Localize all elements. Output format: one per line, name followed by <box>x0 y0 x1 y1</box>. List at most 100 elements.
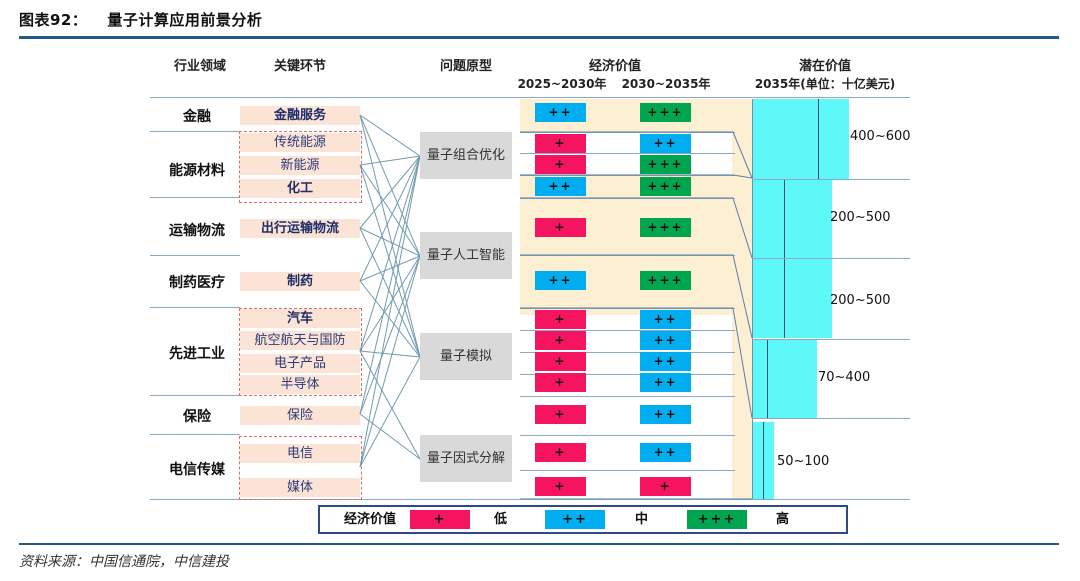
bar-marker <box>818 99 819 179</box>
value-2035-automotive: ++ <box>640 310 691 329</box>
figure-label: 图表92： <box>19 11 88 29</box>
problem-factorization: 量子因式分解 <box>420 435 512 482</box>
segment-chemicals: 化工 <box>240 179 360 198</box>
potential-value-4: 70~400 <box>818 370 871 385</box>
value-2030-telecom: + <box>535 443 586 462</box>
industry-telecom: 电信传媒 <box>169 462 225 478</box>
sep <box>150 131 240 132</box>
value-2035-traditional-energy: ++ <box>640 134 691 153</box>
header-period-2: 2030~2035年 <box>621 77 711 91</box>
bar-marker <box>767 340 768 418</box>
header-segment: 关键环节 <box>273 59 326 74</box>
group-telecom <box>239 436 362 500</box>
value-2030-media: + <box>535 477 586 496</box>
value-2030-automotive: + <box>535 310 586 329</box>
sep <box>150 395 240 396</box>
value-2030-traditional-energy: + <box>535 134 586 153</box>
potential-value-2: 200~500 <box>830 210 891 225</box>
header-problem: 问题原型 <box>439 59 492 74</box>
value-2030-insurance: + <box>535 405 586 424</box>
top-rule <box>19 36 1059 39</box>
sep <box>150 434 240 435</box>
header-rule <box>150 97 910 98</box>
sep <box>752 418 910 419</box>
sep <box>752 258 910 259</box>
header-potential: 潜在价值 <box>798 59 851 74</box>
band-row-3 <box>520 305 752 315</box>
legend-label-low: 低 <box>494 512 508 527</box>
sep <box>752 179 910 180</box>
legend-label-high: 高 <box>776 512 790 527</box>
bottom-rule <box>19 543 1059 545</box>
segment-new-energy: 新能源 <box>240 156 360 175</box>
figure-title-text: 量子计算应用前景分析 <box>107 11 263 29</box>
source-note: 资料来源：中国信通院，中信建投 <box>19 554 229 570</box>
value-2030-pharma: ++ <box>535 271 586 290</box>
sep <box>520 352 735 353</box>
bar-marker <box>784 259 785 338</box>
value-2035-insurance: ++ <box>640 405 691 424</box>
legend-swatch-high: +++ <box>687 510 747 529</box>
value-2035-aerospace: ++ <box>640 331 691 350</box>
potential-bar-1 <box>753 99 849 179</box>
potential-bar-4 <box>753 340 817 418</box>
value-2035-media: + <box>640 477 691 496</box>
value-2030-electronics: + <box>535 352 586 371</box>
bar-axis <box>752 99 753 499</box>
value-2035-financial: +++ <box>640 103 691 122</box>
industry-energy: 能源材料 <box>169 163 225 179</box>
sep <box>150 197 240 198</box>
segment-transport-logistics: 出行运输物流 <box>240 219 360 238</box>
header-econ-value: 经济价值 <box>588 59 641 74</box>
legend-title: 经济价值 <box>344 512 397 527</box>
value-2030-financial: ++ <box>535 103 586 122</box>
problem-combinatorial-optimization: 量子组合优化 <box>420 132 512 179</box>
bar-marker <box>784 180 785 258</box>
header-potential-sub: 2035年(单位：十亿美元) <box>754 77 896 91</box>
value-2030-chemicals: ++ <box>535 177 586 196</box>
header-period-1: 2025~2030年 <box>517 77 607 91</box>
value-2030-new-energy: + <box>535 155 586 174</box>
segment-media: 媒体 <box>240 478 360 497</box>
value-2035-telecom: ++ <box>640 443 691 462</box>
sep <box>520 153 735 154</box>
sep <box>520 435 735 436</box>
segment-insurance: 保险 <box>240 406 360 425</box>
sep <box>150 307 240 308</box>
segment-pharma: 制药 <box>240 272 360 291</box>
potential-value-1: 400~600 <box>850 129 911 144</box>
potential-bar-3 <box>753 259 832 338</box>
segment-telecom: 电信 <box>240 444 360 463</box>
industry-advanced: 先进工业 <box>169 346 225 362</box>
potential-value-3: 200~500 <box>830 293 891 308</box>
value-2035-new-energy: +++ <box>640 155 691 174</box>
segment-semiconductor: 半导体 <box>240 375 360 394</box>
industry-pharma: 制药医疗 <box>169 275 225 291</box>
sep <box>520 396 735 397</box>
value-2035-chemicals: +++ <box>640 177 691 196</box>
segment-financial-services: 金融服务 <box>240 106 360 125</box>
bar-marker <box>763 422 764 499</box>
segment-electronics: 电子产品 <box>240 354 360 373</box>
sep <box>520 374 735 375</box>
value-2035-electronics: ++ <box>640 352 691 371</box>
problem-quantum-ai: 量子人工智能 <box>420 232 512 279</box>
industry-transport: 运输物流 <box>169 223 225 239</box>
value-2030-aerospace: + <box>535 331 586 350</box>
problem-quantum-simulation: 量子模拟 <box>420 333 512 380</box>
legend-label-mid: 中 <box>635 512 649 527</box>
segment-traditional-energy: 传统能源 <box>240 133 360 152</box>
value-2030-transport: + <box>535 218 586 237</box>
segment-automotive: 汽车 <box>240 309 360 328</box>
value-2030-semiconductor: + <box>535 373 586 392</box>
value-2035-transport: +++ <box>640 218 691 237</box>
potential-value-5: 50~100 <box>777 454 830 469</box>
sep <box>520 330 735 331</box>
sep <box>520 470 735 471</box>
figure-title: 图表92： 量子计算应用前景分析 <box>19 9 262 30</box>
value-2035-semiconductor: ++ <box>640 373 691 392</box>
sep <box>150 255 240 256</box>
value-2035-pharma: +++ <box>640 271 691 290</box>
